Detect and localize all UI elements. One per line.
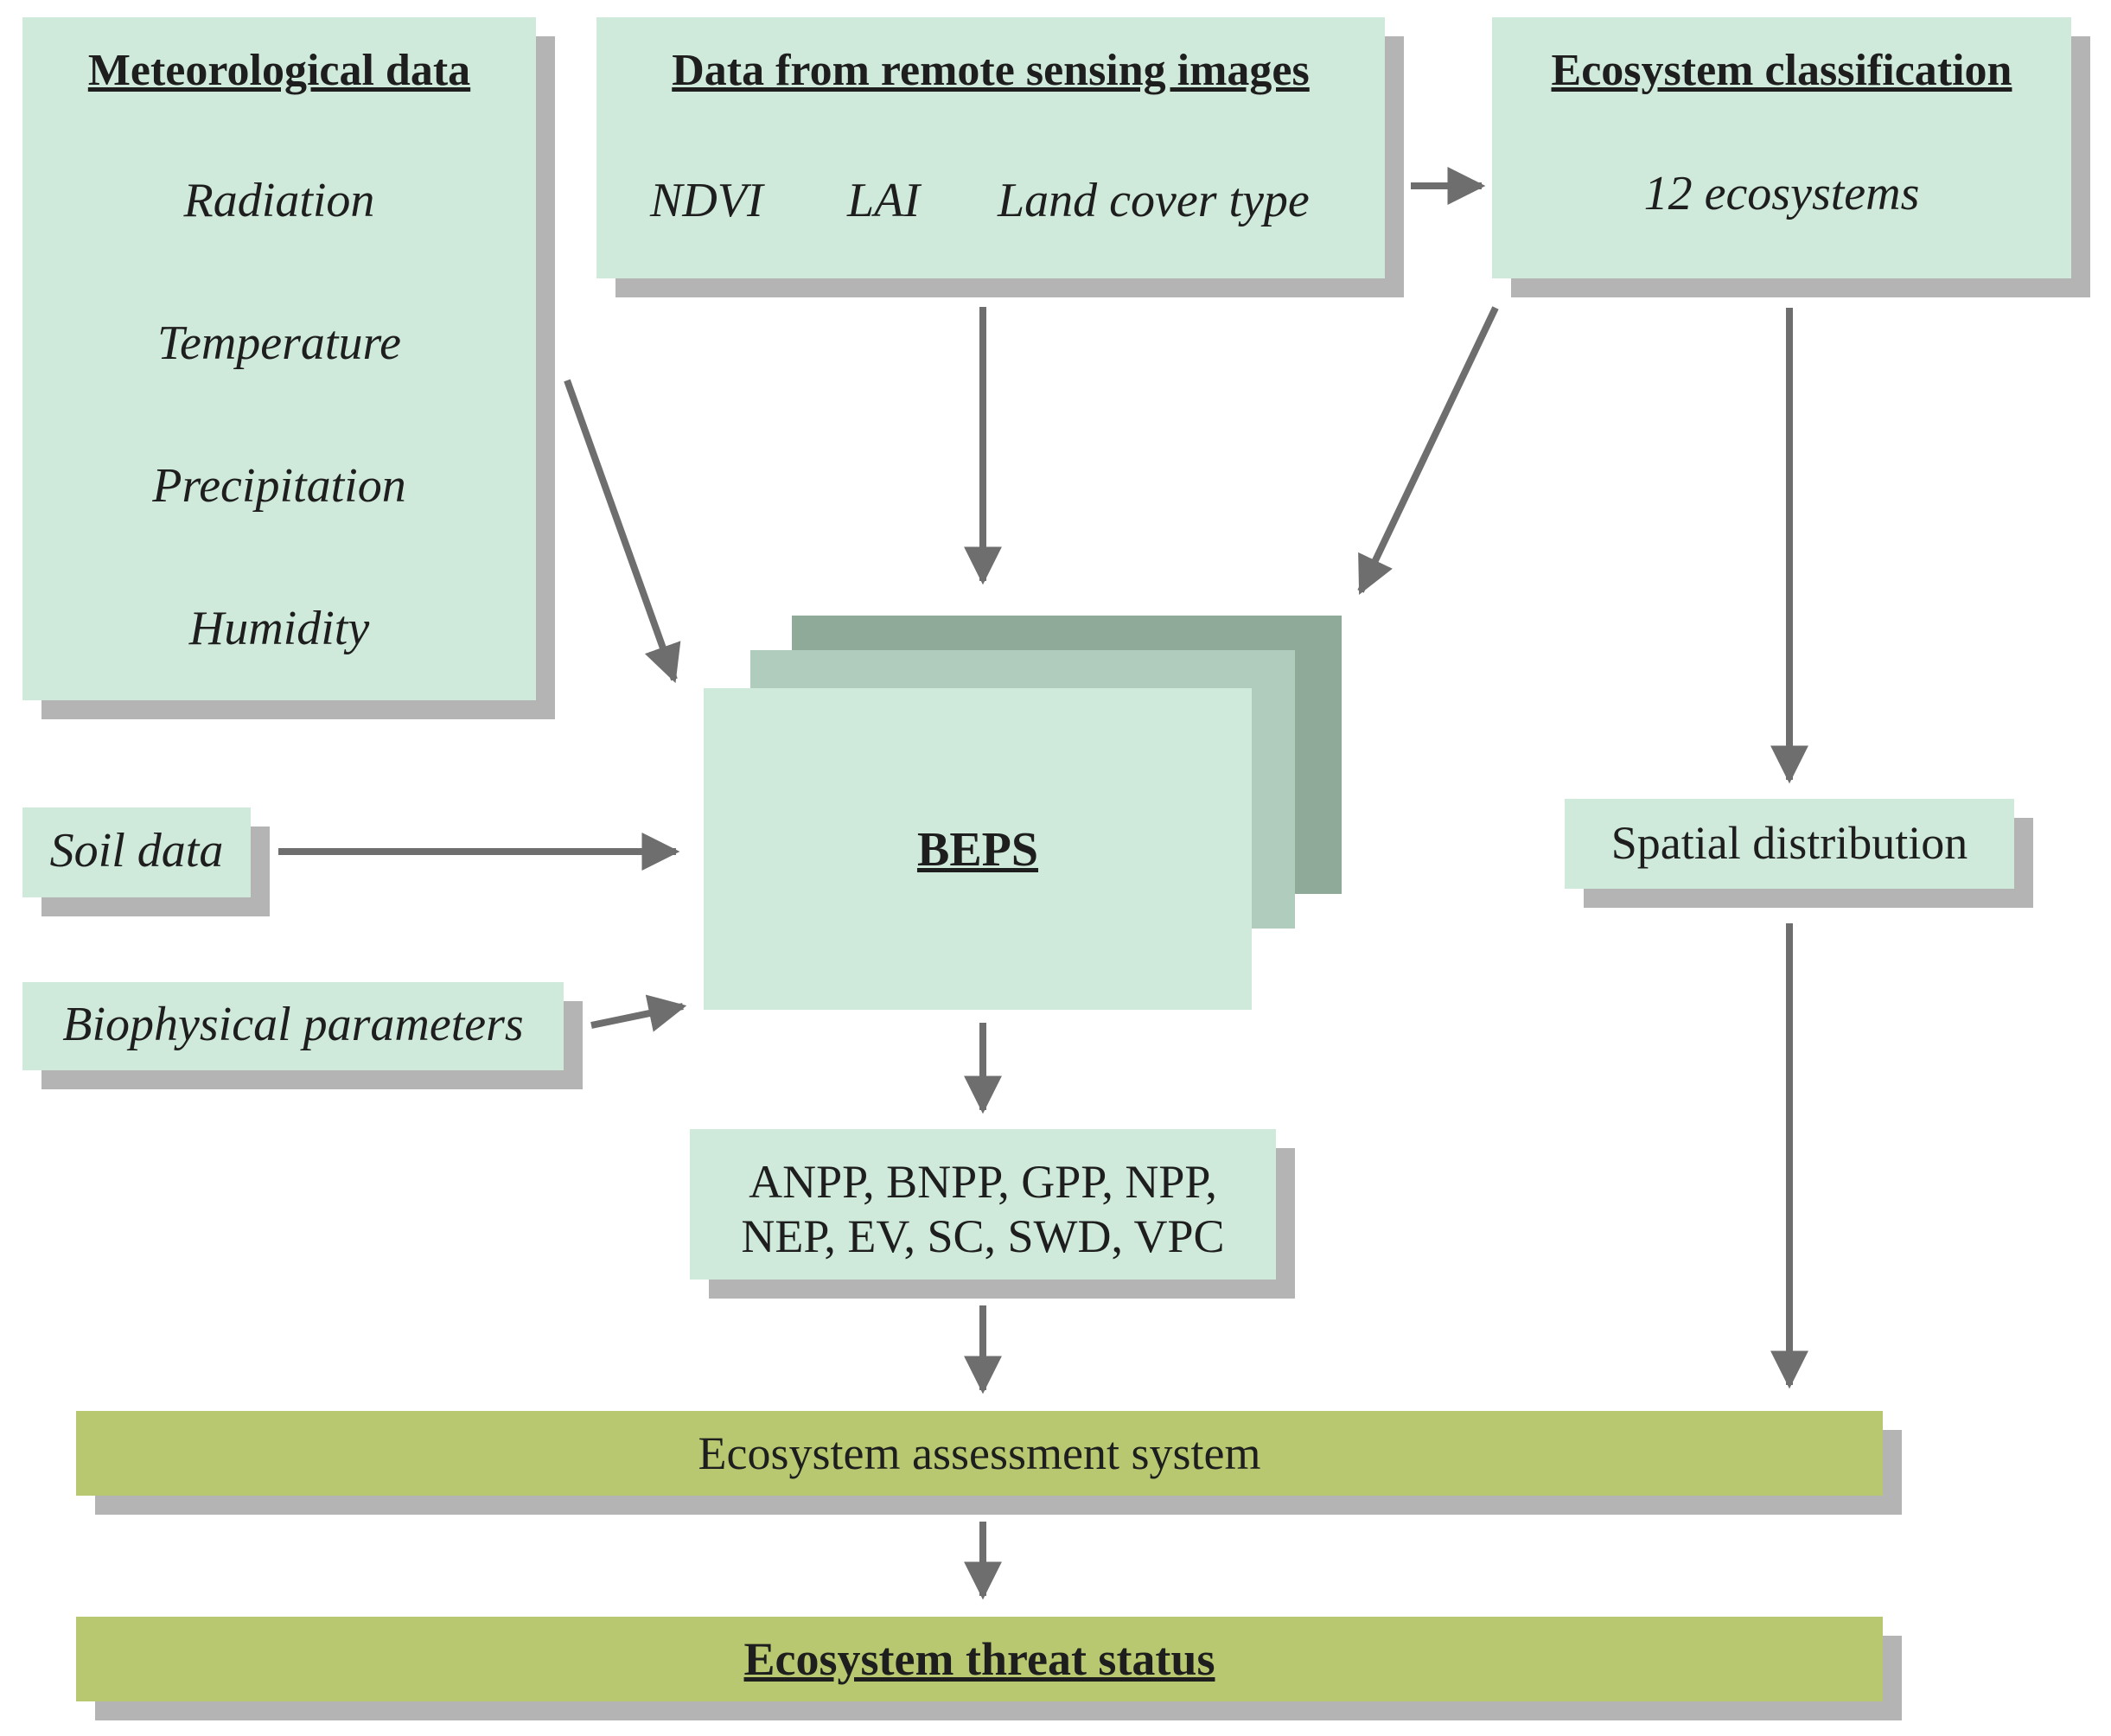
arrow-meteorological-to-beps (564, 379, 681, 684)
spatial-distribution-label: Spatial distribution (1610, 817, 1968, 869)
ecosystem-classification-title: Ecosystem classification (1551, 46, 2012, 95)
arrow-biophysical-to-beps (590, 994, 687, 1032)
remote-sensing-item-land-cover-type: Land cover type (998, 174, 1310, 227)
biophysical-parameters-label: Biophysical parameters (62, 998, 524, 1051)
ecosystem-assessment-system-bar: Ecosystem assessment system (76, 1411, 1883, 1496)
soil-data-box: Soil data (22, 807, 251, 897)
ecosystem-classification-box: Ecosystem classification 12 ecosystems (1492, 17, 2071, 278)
remote-sensing-title: Data from remote sensing images (672, 46, 1310, 95)
beps-box: BEPS (704, 688, 1252, 1010)
spatial-distribution-box: Spatial distribution (1565, 799, 2014, 889)
meteorological-data-box: Meteorological data Radiation Temperatur… (22, 17, 536, 700)
meteorological-item-humidity: Humidity (188, 602, 370, 655)
remote-sensing-data-box: Data from remote sensing images NDVI LAI… (596, 17, 1385, 278)
ecosystem-threat-status-bar: Ecosystem threat status (76, 1617, 1883, 1701)
biophysical-parameters-box: Biophysical parameters (22, 982, 564, 1070)
meteorological-item-temperature: Temperature (156, 316, 402, 370)
output-variables-line-2: NEP, EV, SC, SWD, VPC (741, 1210, 1225, 1262)
remote-sensing-item-lai: LAI (847, 174, 920, 227)
ecosystem-classification-subtitle: 12 ecosystems (1643, 167, 1920, 220)
soil-data-label: Soil data (49, 824, 224, 878)
output-variables-line-1: ANPP, BNPP, GPP, NPP, (749, 1156, 1217, 1208)
ecosystem-assessment-system-label: Ecosystem assessment system (698, 1427, 1261, 1479)
meteorological-item-precipitation: Precipitation (152, 459, 406, 513)
meteorological-title: Meteorological data (87, 46, 471, 95)
arrow-classification-to-beps (1357, 306, 1499, 595)
beps-label: BEPS (916, 823, 1039, 877)
ecosystem-threat-status-label: Ecosystem threat status (743, 1633, 1215, 1685)
meteorological-item-radiation: Radiation (183, 174, 375, 227)
output-variables-box: ANPP, BNPP, GPP, NPP, NEP, EV, SC, SWD, … (690, 1129, 1276, 1280)
remote-sensing-item-ndvi: NDVI (650, 174, 763, 227)
